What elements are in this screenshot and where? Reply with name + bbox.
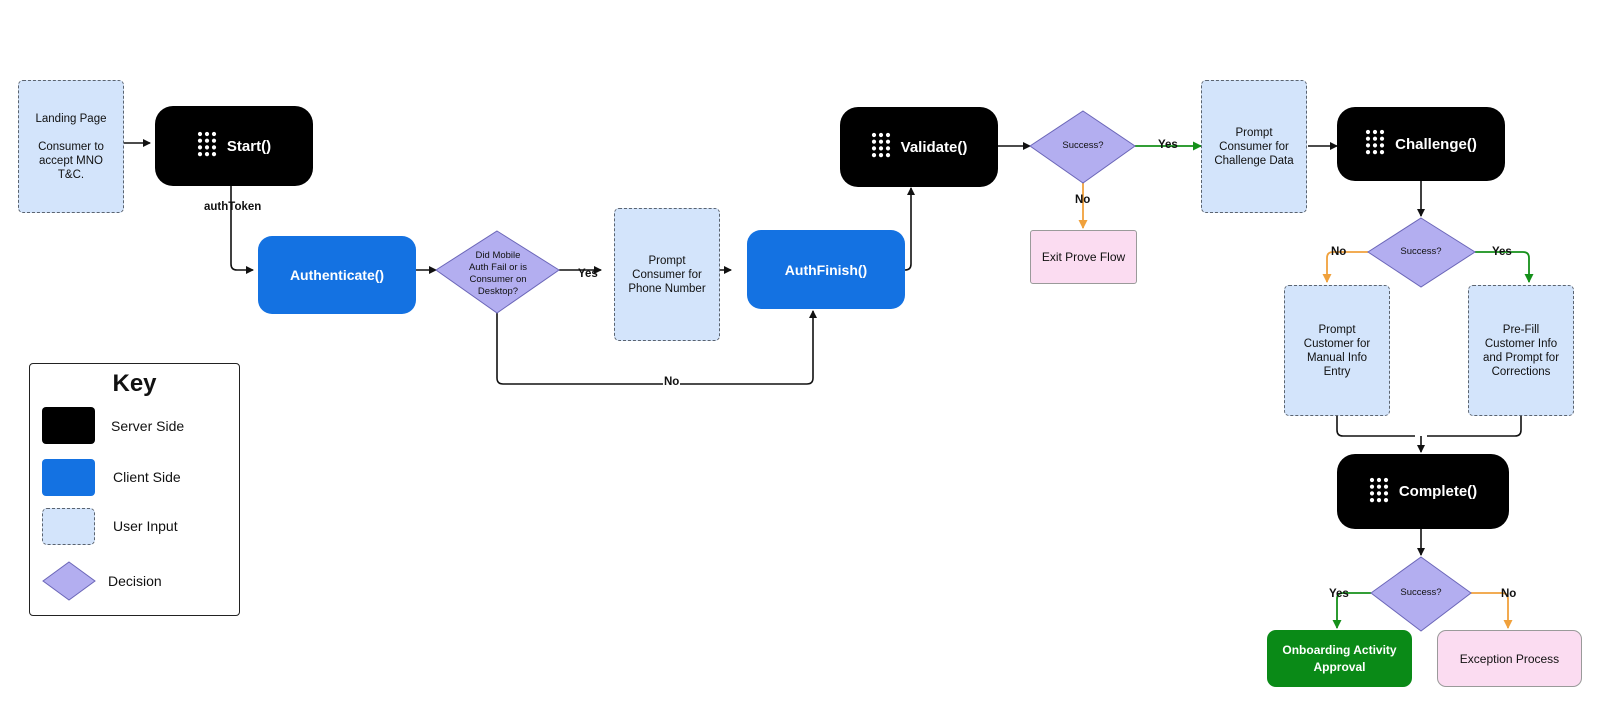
onboarding-approval-node: Onboarding Activity Approval (1267, 630, 1412, 687)
prompt-phone-node: Prompt Consumer for Phone Number (614, 208, 720, 341)
edge-label-complete-no: No (1501, 588, 1517, 600)
decision-mobile-auth-diamond (435, 230, 560, 314)
edge-label-complete-yes: Yes (1329, 588, 1349, 600)
challenge-node: Challenge() (1337, 107, 1505, 181)
edge-challenge-yes-to-prefill (1475, 251, 1534, 283)
validate-node: Validate() (840, 107, 998, 187)
legend-label-client: Client Side (113, 469, 181, 485)
edge-authfinish-to-validate (888, 187, 915, 271)
manual-entry-text: Prompt Customer for Manual Info Entry (1303, 323, 1371, 378)
edge-label-mobile-no: No (663, 376, 681, 388)
onboarding-approval-text: Onboarding Activity Approval (1282, 642, 1397, 674)
start-node: Start() (155, 106, 313, 186)
keypad-dots-icon (1365, 129, 1385, 159)
legend-label-decision: Decision (108, 573, 162, 589)
challenge-node-label: Challenge() (1395, 135, 1477, 153)
edge-label-validate-yes: Yes (1158, 139, 1178, 151)
challenge-decision-label: Success? (1400, 246, 1442, 257)
prompt-challenge-node: Prompt Consumer for Challenge Data (1201, 80, 1307, 213)
edge-label-challenge-yes: Yes (1492, 246, 1512, 258)
edge-start-to-authenticate (230, 181, 254, 274)
legend: Key Server Side Client Side User Input D… (29, 363, 240, 616)
decision-validate-diamond (1029, 110, 1136, 184)
keypad-dots-icon (871, 132, 891, 162)
landing-page-node: Landing Page Consumer to accept MNO T&C. (18, 80, 124, 213)
landing-page-title: Landing Page (35, 112, 107, 125)
start-node-label: Start() (226, 137, 272, 155)
edge-label-mobile-yes: Yes (578, 268, 598, 280)
legend-title: Key (112, 370, 157, 397)
exception-process-text: Exception Process (1459, 651, 1560, 666)
legend-swatch-decision (42, 561, 96, 601)
mobile-auth-decision-label: Did Mobile Auth Fail or is Consumer on D… (468, 250, 528, 297)
decision-challenge-diamond (1367, 217, 1476, 288)
edge-complete-no-to-exception (1471, 592, 1513, 629)
edge-complete-yes-to-onboarding (1332, 592, 1371, 629)
complete-decision-label: Success? (1400, 587, 1442, 598)
legend-label-user-input: User Input (113, 518, 178, 534)
keypad-dots-icon (197, 131, 217, 161)
edge-label-validate-no: No (1075, 194, 1091, 206)
edge-prefill-to-merge (1427, 416, 1522, 437)
authenticate-node-label: Authenticate() (289, 267, 385, 283)
authfinish-node-label: AuthFinish() (784, 261, 868, 278)
edge-label-challenge-no: No (1331, 246, 1347, 258)
legend-label-server: Server Side (111, 418, 185, 434)
manual-entry-node: Prompt Customer for Manual Info Entry (1284, 285, 1390, 416)
prefill-text: Pre-Fill Customer Info and Prompt for Co… (1482, 323, 1560, 378)
keypad-dots-icon (1369, 477, 1389, 507)
exit-prove-flow-node: Exit Prove Flow (1030, 230, 1137, 284)
legend-swatch-user-input (42, 508, 95, 545)
edge-label-auth-token: authToken (204, 201, 262, 213)
edge-decision-no-to-authfinish (496, 310, 817, 385)
prompt-phone-text: Prompt Consumer for Phone Number (628, 254, 706, 295)
complete-node: Complete() (1337, 454, 1509, 529)
authfinish-node: AuthFinish() (747, 230, 905, 309)
validate-node-label: Validate() (900, 138, 968, 156)
prefill-node: Pre-Fill Customer Info and Prompt for Co… (1468, 285, 1574, 416)
edge-manual-to-merge (1336, 416, 1415, 437)
landing-page-text: Consumer to accept MNO T&C. (38, 140, 104, 181)
validate-decision-label: Success? (1062, 140, 1104, 151)
complete-node-label: Complete() (1398, 483, 1478, 500)
authenticate-node: Authenticate() (258, 236, 416, 314)
exception-process-node: Exception Process (1437, 630, 1582, 687)
edge-challenge-no-to-manual (1322, 251, 1368, 283)
legend-swatch-server (42, 407, 95, 444)
decision-complete-diamond (1370, 556, 1472, 632)
legend-swatch-client (42, 459, 95, 496)
exit-prove-flow-text: Exit Prove Flow (1041, 250, 1126, 264)
prompt-challenge-text: Prompt Consumer for Challenge Data (1214, 126, 1294, 167)
